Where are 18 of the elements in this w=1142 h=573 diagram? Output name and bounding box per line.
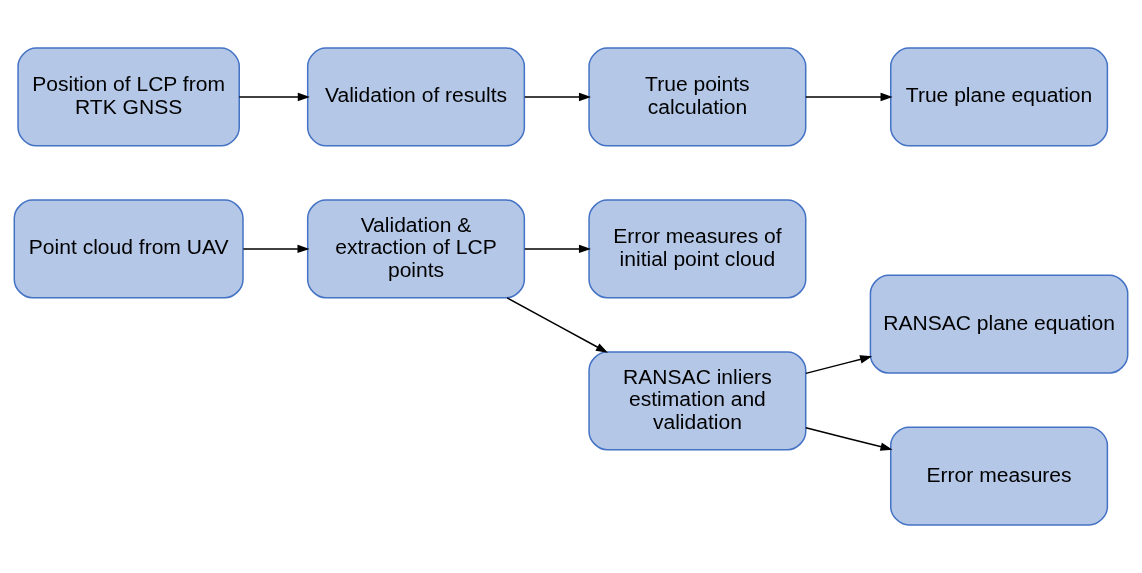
arrow (506, 297, 608, 353)
arrow (238, 92, 310, 102)
arrow (805, 92, 893, 102)
node-box: Error measures of initial point cloud (588, 199, 807, 299)
arrow (524, 92, 591, 102)
arrow (805, 355, 873, 375)
node-box: Validation of results (306, 47, 526, 147)
node-box: RANSAC inliers estimation and validation (588, 351, 807, 451)
node-box: True plane equation (890, 47, 1109, 147)
node-box: Error measures (890, 426, 1109, 526)
arrow (524, 244, 591, 254)
node-box: Point cloud from UAV (13, 199, 244, 299)
node-box: Position of LCP from RTK GNSS (17, 47, 240, 147)
node-box: Validation & extraction of LCP points (306, 199, 526, 299)
arrow (805, 427, 893, 451)
node-box: True points calculation (588, 47, 807, 147)
arrow (242, 244, 310, 254)
node-box: RANSAC plane equation (869, 274, 1129, 374)
